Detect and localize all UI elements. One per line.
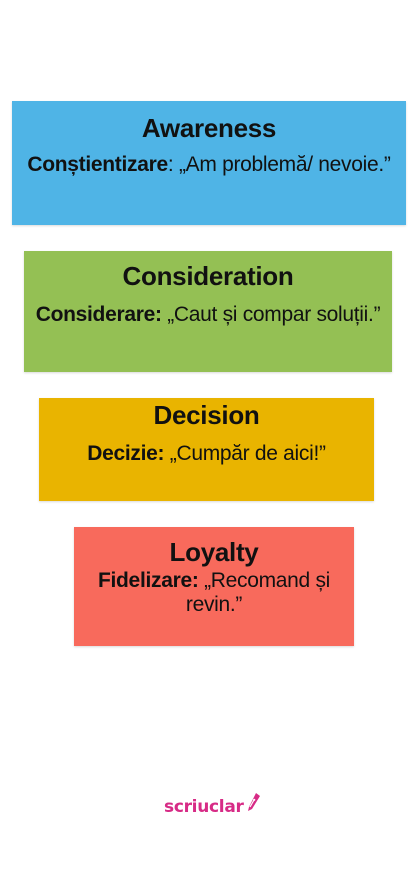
stage-term: Conștientizare — [27, 153, 168, 176]
stage-title: Decision — [153, 400, 260, 430]
brand-logo: scriuclar — [164, 790, 274, 824]
stage-title: Consideration — [122, 261, 294, 291]
stage-quote: „Cumpăr de aici!” — [164, 442, 326, 465]
stage-separator: : — [167, 153, 174, 176]
stage-title: Awareness — [141, 113, 277, 143]
stage-decision: Decision Decizie: „Cumpăr de aici!” — [39, 398, 374, 501]
stage-description: Fidelizare: „Recomand și revin.” — [74, 569, 354, 617]
stage-quote: „Am problemă/ nevoie.” — [173, 153, 391, 176]
stage-term: Decizie: — [87, 442, 165, 465]
fountain-pen-icon — [247, 793, 260, 811]
stage-loyalty: Loyalty Fidelizare: „Recomand și revin.” — [74, 527, 354, 646]
stage-quote: „Recomand și revin.” — [185, 569, 331, 616]
stage-title: Loyalty — [169, 537, 259, 567]
stage-consideration: Consideration Considerare: „Caut și comp… — [24, 251, 392, 372]
stage-term: Fidelizare: — [97, 569, 199, 592]
stage-description: Decizie: „Cumpăr de aici!” — [39, 442, 374, 466]
brand-name: scriuclar — [164, 797, 244, 817]
stage-awareness: Awareness Conștientizare: „Am problemă/ … — [12, 101, 406, 225]
stage-description: Conștientizare: „Am problemă/ nevoie.” — [12, 153, 406, 177]
stage-description: Considerare: „Caut și compar soluții.” — [24, 303, 392, 327]
stage-term: Considerare: — [35, 303, 162, 326]
stage-quote: „Caut și compar soluții.” — [161, 303, 381, 326]
